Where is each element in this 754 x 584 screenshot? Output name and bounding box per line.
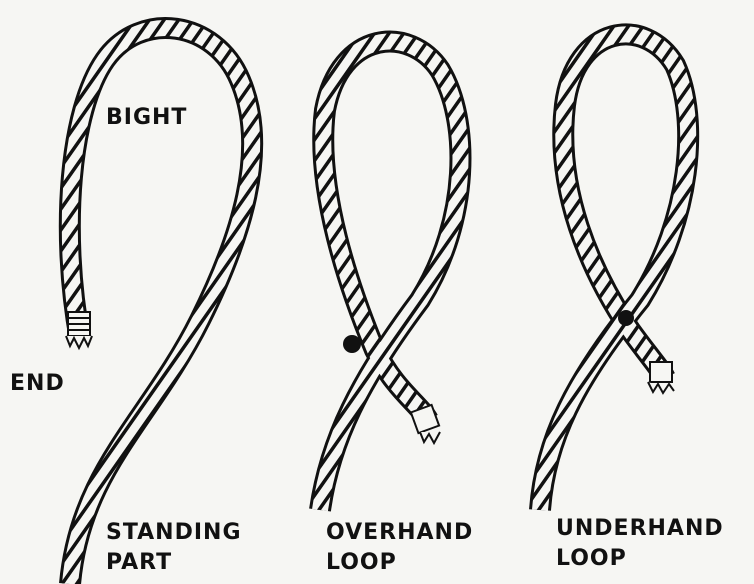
label-overhand-line1: OVERHAND — [326, 518, 473, 548]
rope-end-whipping — [648, 362, 674, 393]
rope-overhand-loop — [320, 42, 460, 510]
label-underhand-line1: UNDERHAND — [556, 514, 724, 544]
label-end: END — [10, 372, 65, 396]
label-standing-part-line2: PART — [106, 548, 242, 578]
label-underhand-line2: LOOP — [556, 544, 724, 574]
rope-end-whipping — [66, 312, 92, 348]
rope-underhand-loop — [540, 34, 688, 510]
label-standing-part-line1: STANDING — [106, 518, 242, 548]
rope-end-whipping — [411, 405, 440, 443]
label-bight: BIGHT — [106, 106, 187, 130]
label-standing-part: STANDING PART — [106, 518, 242, 578]
label-overhand-loop: OVERHAND LOOP — [326, 518, 473, 578]
label-underhand-loop: UNDERHAND LOOP — [556, 514, 724, 574]
label-overhand-line2: LOOP — [326, 548, 473, 578]
